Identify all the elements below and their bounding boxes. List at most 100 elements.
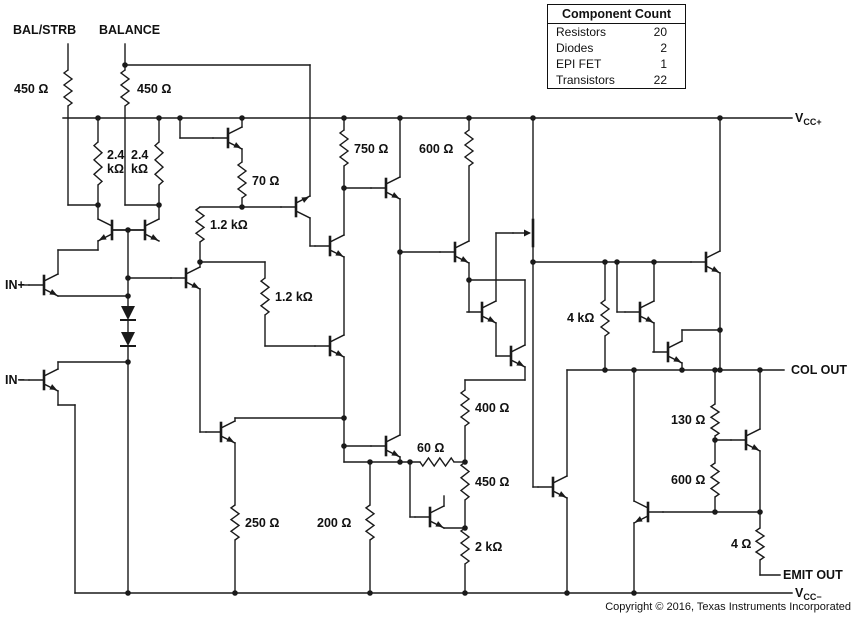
resistor-label: 400 Ω bbox=[475, 401, 509, 415]
transistor-lead bbox=[705, 250, 721, 259]
arrow bbox=[558, 491, 566, 497]
vcc-neg-main: V bbox=[795, 586, 804, 600]
resistor-label: 130 Ω bbox=[671, 413, 705, 427]
junction-dot bbox=[679, 367, 685, 373]
arrow bbox=[49, 384, 57, 390]
diode-symbol bbox=[121, 306, 135, 320]
resistor-symbol bbox=[709, 403, 721, 437]
junction-dot bbox=[367, 459, 373, 465]
pin-label-col-out: COL OUT bbox=[791, 363, 847, 377]
schematic-graphics bbox=[19, 43, 793, 596]
junction-dot bbox=[341, 185, 347, 191]
junction-dot bbox=[367, 590, 373, 596]
resistor-symbol bbox=[364, 504, 376, 541]
transistor-lead bbox=[227, 126, 243, 135]
junction-dot bbox=[125, 590, 131, 596]
arrow bbox=[335, 250, 343, 256]
arrow bbox=[673, 356, 681, 362]
junction-dot bbox=[712, 367, 718, 373]
resistor-symbol bbox=[194, 206, 206, 243]
transistor-lead bbox=[639, 300, 655, 309]
arrow bbox=[391, 192, 399, 198]
transistor-lead bbox=[745, 428, 761, 437]
arrow bbox=[150, 234, 158, 240]
resistor-symbol bbox=[754, 527, 766, 561]
arrow bbox=[524, 229, 531, 237]
resistor-label: 450 Ω bbox=[137, 82, 171, 96]
component-name: Resistors bbox=[556, 25, 607, 39]
junction-dot bbox=[757, 509, 763, 515]
junction-dot bbox=[122, 62, 128, 68]
resistor-symbol bbox=[459, 461, 471, 501]
pin-label-in-pos: IN+ bbox=[5, 278, 25, 292]
component-count-row: Diodes 2 bbox=[548, 40, 685, 56]
junction-dot bbox=[712, 437, 718, 443]
arrow bbox=[99, 234, 107, 240]
component-name: Diodes bbox=[556, 41, 594, 55]
resistor-label: 2.4 bbox=[107, 148, 124, 162]
resistor-symbol bbox=[599, 299, 611, 337]
resistor-symbol bbox=[419, 456, 455, 468]
arrow bbox=[191, 282, 199, 288]
transistor-lead bbox=[385, 176, 401, 185]
junction-dot bbox=[95, 202, 101, 208]
transistor-lead bbox=[220, 420, 236, 429]
resistor-label: 4 Ω bbox=[731, 537, 751, 551]
resistor-label: 600 Ω bbox=[419, 142, 453, 156]
junction-dot bbox=[156, 115, 162, 121]
junction-dot bbox=[407, 459, 413, 465]
arrow bbox=[460, 256, 468, 262]
arrow bbox=[226, 436, 234, 442]
arrow bbox=[645, 316, 653, 322]
junction-dot bbox=[239, 115, 245, 121]
junction-dot bbox=[397, 115, 403, 121]
junction-dot bbox=[177, 115, 183, 121]
component-value: 22 bbox=[653, 73, 667, 87]
copyright-notice: Copyright © 2016, Texas Instruments Inco… bbox=[605, 601, 851, 613]
transistor-lead bbox=[144, 218, 160, 227]
pin-label-vcc-pos: VCC+ bbox=[795, 111, 822, 127]
vcc-neg-sub: CC− bbox=[803, 592, 821, 602]
resistor-label: 2 kΩ bbox=[475, 540, 502, 554]
resistor-label: 1.2 kΩ bbox=[210, 218, 248, 232]
component-count-row: Resistors 20 bbox=[548, 24, 685, 40]
transistor-lead bbox=[481, 300, 497, 309]
transistor-lead bbox=[385, 434, 401, 443]
junction-dot bbox=[156, 202, 162, 208]
junction-dot bbox=[631, 590, 637, 596]
schematic-labels: BAL/STRB BALANCE IN+ IN− COL OUT EMIT OU… bbox=[5, 23, 847, 602]
resistor-symbol bbox=[62, 69, 74, 107]
resistor-label: 450 Ω bbox=[475, 475, 509, 489]
arrow bbox=[435, 521, 443, 527]
junction-dot bbox=[717, 367, 723, 373]
junction-dot bbox=[341, 443, 347, 449]
component-value: 20 bbox=[653, 25, 667, 39]
junction-dot bbox=[564, 590, 570, 596]
junction-dot bbox=[651, 259, 657, 265]
junction-dot bbox=[466, 115, 472, 121]
arrow bbox=[49, 289, 57, 295]
transistor-lead bbox=[43, 368, 59, 377]
transistor-lead bbox=[510, 344, 526, 353]
resistor-label: kΩ bbox=[107, 162, 124, 176]
junction-dot bbox=[717, 327, 723, 333]
transistor-lead bbox=[552, 475, 568, 484]
arrow bbox=[516, 360, 524, 366]
resistor-label: 600 Ω bbox=[671, 473, 705, 487]
resistor-symbol bbox=[463, 129, 475, 167]
component-count-row: EPI FET 1 bbox=[548, 56, 685, 72]
junction-dot bbox=[95, 115, 101, 121]
resistor-label: 750 Ω bbox=[354, 142, 388, 156]
transistor-lead bbox=[429, 505, 445, 514]
pin-label-bal-strb: BAL/STRB bbox=[13, 23, 76, 37]
junction-dot bbox=[125, 293, 131, 299]
junction-dot bbox=[530, 115, 536, 121]
junction-dot bbox=[462, 590, 468, 596]
junction-dot bbox=[614, 259, 620, 265]
junction-dot bbox=[125, 275, 131, 281]
junction-dot bbox=[462, 459, 468, 465]
junction-dot bbox=[125, 359, 131, 365]
transistor-lead bbox=[667, 340, 683, 349]
junction-dot bbox=[125, 227, 131, 233]
